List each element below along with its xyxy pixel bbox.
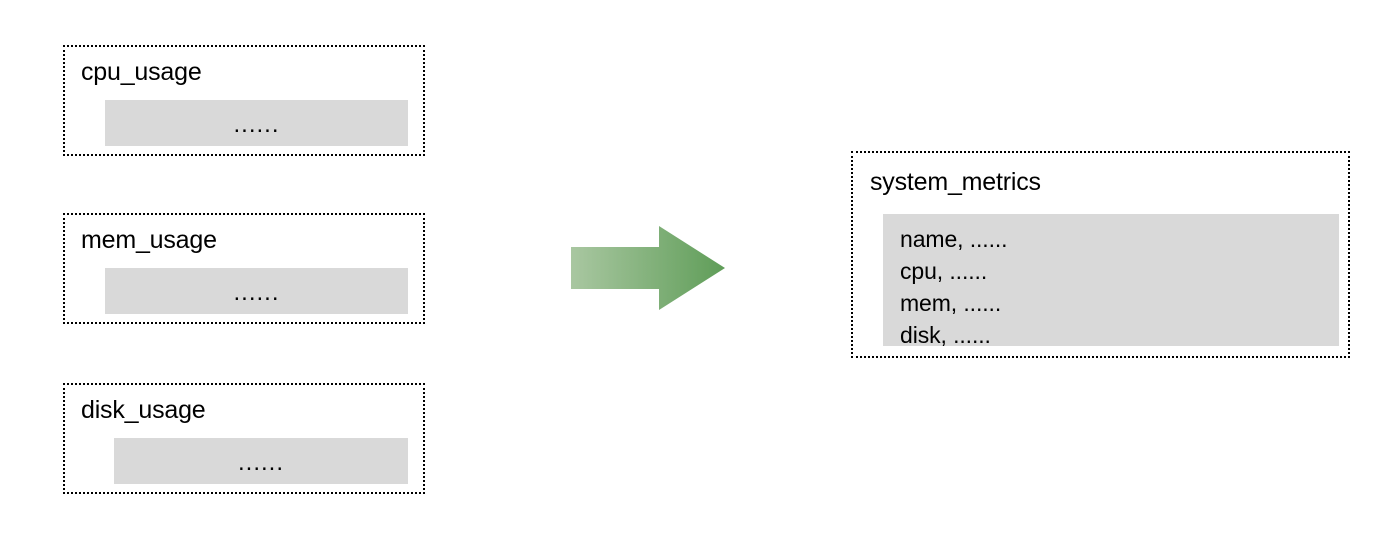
entity-box-mem-usage[interactable]: mem_usage ...... xyxy=(63,213,425,324)
entity-box-cpu-usage[interactable]: cpu_usage ...... xyxy=(63,45,425,156)
entity-body-ellipsis: ...... xyxy=(237,449,284,476)
entity-title: cpu_usage xyxy=(81,58,202,86)
right-arrow-icon xyxy=(571,226,725,310)
entity-field-row: name, ...... xyxy=(900,226,1008,252)
entity-field-list: name, ...... cpu, ...... mem, ...... dis… xyxy=(900,223,1008,351)
entity-field-row: mem, ...... xyxy=(900,290,1002,316)
entity-body-panel: name, ...... cpu, ...... mem, ...... dis… xyxy=(883,214,1339,348)
entity-body-panel: ...... xyxy=(105,100,408,146)
entity-body-panel: ...... xyxy=(105,268,408,314)
entity-title: system_metrics xyxy=(870,168,1041,196)
entity-body-ellipsis: ...... xyxy=(233,279,280,306)
entity-title: disk_usage xyxy=(81,396,206,424)
entity-body-ellipsis: ...... xyxy=(233,111,280,138)
entity-title: mem_usage xyxy=(81,226,217,254)
entity-box-disk-usage[interactable]: disk_usage ...... xyxy=(63,383,425,494)
entity-field-row: disk, ...... xyxy=(900,322,991,348)
entity-body-panel: ...... xyxy=(114,438,408,484)
entity-box-system-metrics[interactable]: system_metrics name, ...... cpu, ...... … xyxy=(851,151,1350,358)
entity-field-row: cpu, ...... xyxy=(900,258,988,284)
